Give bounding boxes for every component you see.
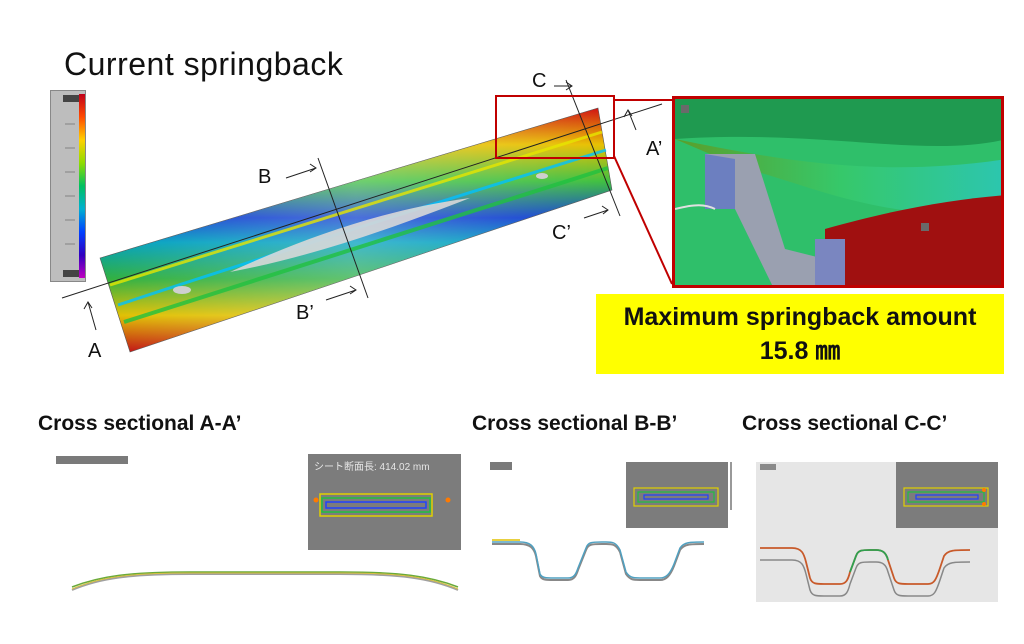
cross-section-c-inset — [896, 462, 998, 528]
cross-section-a-inset: シート断面長: 414.02 mm — [308, 454, 461, 550]
scale-tick — [65, 171, 75, 173]
section-line-b — [317, 157, 369, 299]
cross-section-b-title: Cross sectional B-B’ — [472, 412, 678, 435]
max-springback-box: Maximum springback amount 15.8 ㎜ — [596, 294, 1004, 374]
label-b-prime: B’ — [296, 302, 314, 324]
scale-tick — [65, 123, 75, 125]
label-c-prime: C’ — [552, 222, 571, 244]
scale-tick — [65, 195, 75, 197]
max-springback-value: 15.8 ㎜ — [759, 337, 841, 365]
scale-gradient — [79, 94, 85, 278]
label-c: C — [532, 70, 547, 92]
zoom-region-marker — [495, 95, 615, 159]
label-b: B — [258, 166, 272, 188]
zoom-connector — [613, 155, 673, 285]
zoom-detail-render — [675, 99, 1001, 285]
max-springback-label: Maximum springback amount — [623, 303, 977, 331]
zoom-value-tag — [921, 223, 929, 231]
cross-section-a-inset-label: シート断面長: 414.02 mm — [314, 462, 430, 473]
scale-min-cap — [63, 270, 79, 277]
springback-model-view — [61, 79, 673, 353]
zoom-detail-view — [672, 96, 1004, 288]
cross-section-b-profile — [492, 539, 705, 581]
scale-tick — [65, 219, 75, 221]
section-line-a — [61, 103, 663, 299]
cross-section-c-title: Cross sectional C-C’ — [742, 412, 948, 435]
formed-part — [99, 107, 613, 353]
cross-section-c-profile — [760, 547, 971, 597]
page-title: Current springback — [64, 46, 344, 82]
cross-section-b-inset — [626, 462, 728, 528]
cross-section-c-tag — [760, 464, 776, 470]
cross-section-b-scrollbar[interactable] — [730, 462, 732, 510]
arrow-icon — [83, 81, 637, 331]
cross-section-a-tag — [56, 456, 128, 464]
label-a-prime: A’ — [646, 138, 663, 160]
label-a: A — [88, 340, 102, 362]
zoom-tag — [681, 105, 689, 113]
cross-section-b-tag — [490, 462, 512, 470]
scale-max-cap — [63, 95, 79, 102]
cross-section-a-title: Cross sectional A-A’ — [38, 412, 242, 435]
scale-tick — [65, 147, 75, 149]
color-scale-bar — [50, 90, 86, 282]
section-line-c — [565, 79, 621, 217]
scale-tick — [65, 243, 75, 245]
cross-section-a-profile — [71, 571, 459, 591]
